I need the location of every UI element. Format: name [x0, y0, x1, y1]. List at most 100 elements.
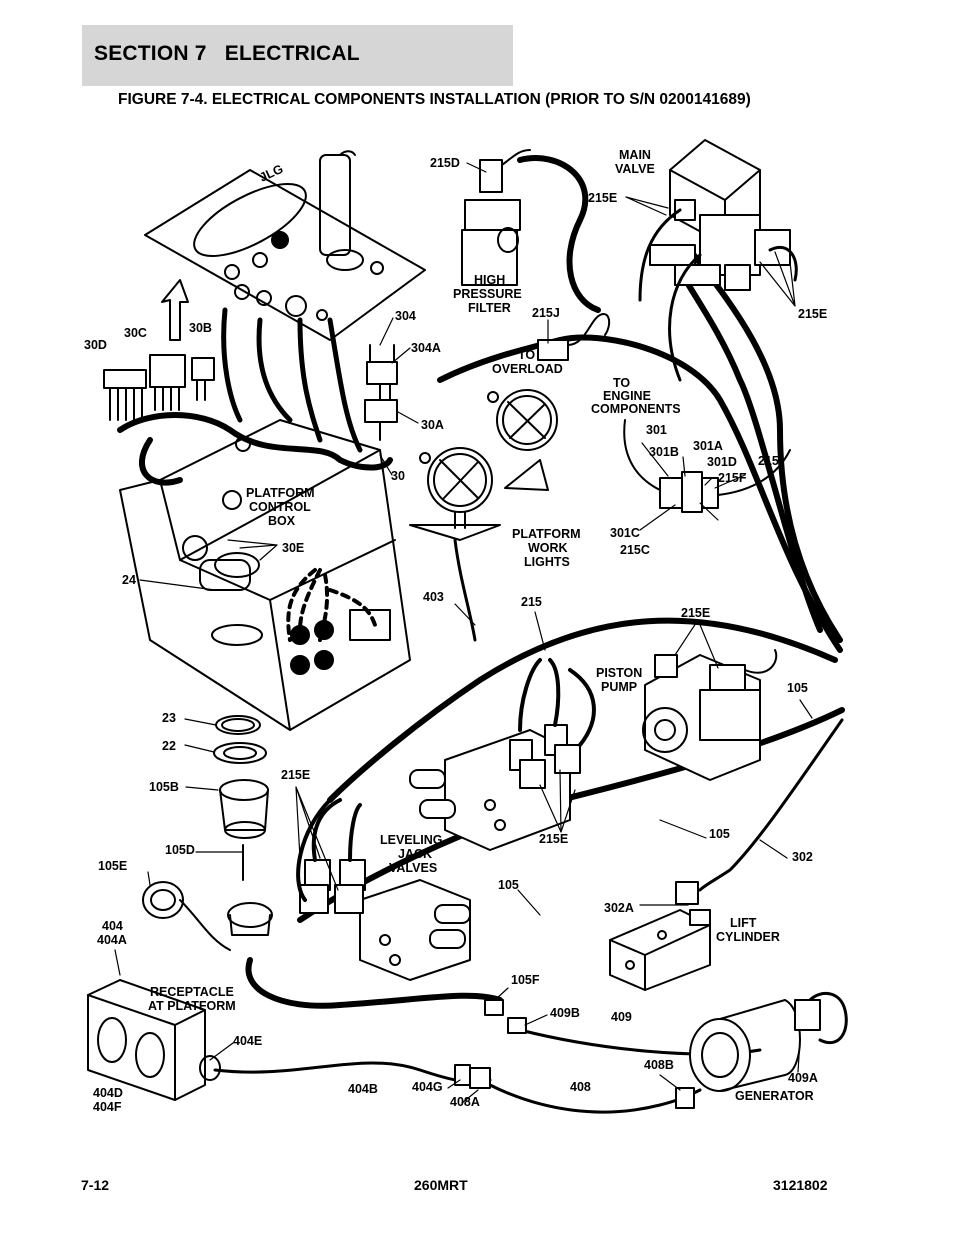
label-pwl-1: PLATFORM [512, 527, 581, 541]
section-title: SECTION 7 ELECTRICAL [94, 42, 360, 65]
label-105d: 105D [165, 843, 195, 857]
control-panel-wires [221, 307, 363, 453]
control-box-harness [117, 412, 393, 486]
label-30: 30 [391, 469, 405, 483]
high-pressure-filter [461, 149, 531, 286]
label-to-engine-1: TO [613, 376, 630, 390]
control-panel-plate [144, 150, 426, 341]
label-rap-2: AT PLATFORM [148, 999, 236, 1013]
connector-404g-408a [454, 1064, 491, 1089]
label-lift-cyl-2: CYLINDER [716, 930, 780, 944]
label-215e-main: 215E [588, 191, 617, 205]
label-301: 301 [646, 423, 667, 437]
label-105f: 105F [511, 973, 540, 987]
label-408a: 408A [450, 1095, 480, 1109]
part-105b-connector [219, 779, 269, 839]
leveling-jack-valve-upper [409, 724, 581, 851]
connector-301-group [623, 419, 791, 513]
label-301d: 301D [707, 455, 737, 469]
label-pwl-3: LIGHTS [524, 555, 570, 569]
up-arrow-icon [161, 279, 189, 341]
label-piston-pump-1: PISTON [596, 666, 642, 680]
label-215e-jack: 215E [539, 832, 568, 846]
connector-30b [191, 357, 215, 401]
label-105b: 105B [149, 780, 179, 794]
label-215: 215 [758, 454, 779, 468]
label-301b: 301B [649, 445, 679, 459]
label-30a: 30A [421, 418, 444, 432]
label-304a: 304A [411, 341, 441, 355]
piston-pump [642, 649, 778, 781]
label-23: 23 [162, 711, 176, 725]
label-408b: 408B [644, 1058, 674, 1072]
label-piston-pump-2: PUMP [601, 680, 637, 694]
label-30d: 30D [84, 338, 107, 352]
label-ljv-2: JACK [398, 847, 432, 861]
harness-302 [698, 718, 844, 892]
figure-title: FIGURE 7-4. ELECTRICAL COMPONENTS INSTAL… [118, 91, 751, 108]
label-hpf-1: HIGH [474, 273, 505, 287]
main-valve [649, 139, 791, 291]
main-valve-wires [638, 208, 798, 382]
label-409b: 409B [550, 1006, 580, 1020]
label-to-engine-2: ENGINE [603, 389, 651, 403]
leveling-jack-valve-lower [299, 859, 471, 981]
footer-model: 260MRT [414, 1177, 468, 1193]
label-404f: 404F [93, 1100, 122, 1114]
label-215j: 215J [532, 306, 560, 320]
label-lift-cyl-1: LIFT [730, 916, 757, 930]
label-403: 403 [423, 590, 444, 604]
connector-215j [537, 313, 611, 361]
label-105e: 105E [98, 859, 127, 873]
label-30e: 30E [282, 541, 304, 555]
part-23-ring [215, 715, 261, 735]
label-to-overload-1: TO [518, 348, 535, 362]
label-301c: 301C [610, 526, 640, 540]
label-105-mid: 105 [709, 827, 730, 841]
label-301a: 301A [693, 439, 723, 453]
label-302a: 302A [604, 901, 634, 915]
section-header-box [82, 25, 513, 86]
label-404b: 404B [348, 1082, 378, 1096]
label-408: 408 [570, 1080, 591, 1094]
label-409a: 409A [788, 1071, 818, 1085]
label-main-valve-1: MAIN [619, 148, 651, 162]
receptacle-at-platform [87, 979, 221, 1101]
label-404d: 404D [93, 1086, 123, 1100]
label-generator: GENERATOR [735, 1089, 814, 1103]
harness-215 [327, 155, 843, 803]
part-22-nut [213, 742, 267, 764]
label-215e-right: 215E [798, 307, 827, 321]
connector-105-socket [227, 902, 273, 936]
footer-manual-number: 3121802 [773, 1177, 828, 1193]
label-404g: 404G [412, 1080, 443, 1094]
label-to-overload-2: OVERLOAD [492, 362, 563, 376]
label-ljv-1: LEVELING [380, 833, 443, 847]
label-302: 302 [792, 850, 813, 864]
label-to-engine-3: COMPONENTS [591, 402, 681, 416]
label-ljv-3: VALVES [389, 861, 437, 875]
label-30b: 30B [189, 321, 212, 335]
label-hpf-3: FILTER [468, 301, 511, 315]
lift-cylinder [609, 881, 711, 991]
label-215d: 215D [430, 156, 460, 170]
label-404a: 404A [97, 933, 127, 947]
callout-labels: 215D MAIN VALVE 215E 215E HIGH PRESSURE … [84, 148, 827, 1114]
connector-30a [364, 399, 398, 441]
label-22: 22 [162, 739, 176, 753]
connector-408b [675, 1087, 695, 1109]
label-215c: 215C [620, 543, 650, 557]
leader-lines [114, 162, 813, 1104]
footer-page-number: 7-12 [81, 1177, 110, 1193]
dashed-wires [286, 568, 377, 642]
label-pcb-2: CONTROL [249, 500, 311, 514]
label-rap-1: RECEPTACLE [150, 985, 234, 999]
label-105-low: 105 [498, 878, 519, 892]
connector-304a [366, 344, 398, 401]
part-105e-cap [142, 881, 231, 951]
label-30c: 30C [124, 326, 147, 340]
label-pcb-1: PLATFORM [246, 486, 315, 500]
label-pcb-3: BOX [268, 514, 296, 528]
